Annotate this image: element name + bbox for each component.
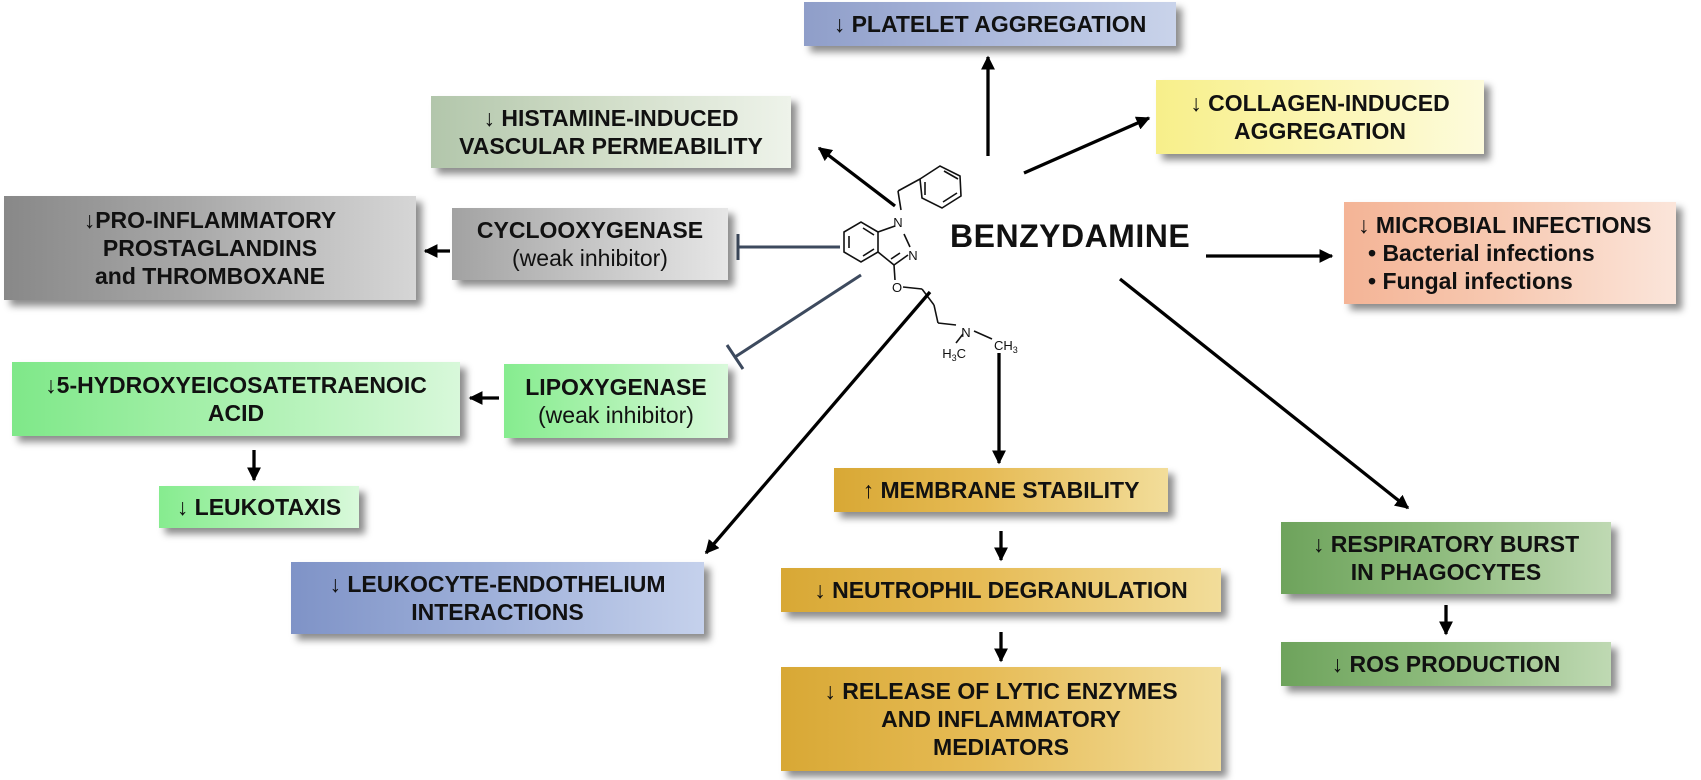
drug-name-label: BENZYDAMINE [950, 218, 1191, 254]
inhibition-bar-lox [725, 344, 745, 370]
hete-line-1: ↓5-HYDROXYEICOSATETRAENOIC [45, 372, 427, 398]
membrane-line-1: ↑ MEMBRANE STABILITY [862, 477, 1140, 503]
respiratory-line-2: IN PHAGOCYTES [1350, 559, 1542, 585]
box-lytic-enzymes-release: ↓ RELEASE OF LYTIC ENZYMES AND INFLAMMAT… [781, 667, 1221, 771]
box-platelet-aggregation: ↓ PLATELET AGGREGATION [804, 2, 1176, 46]
arrow-to-leukocyte [704, 290, 932, 555]
microbial-line-1: ↓ MICROBIAL INFECTIONS [1358, 212, 1652, 238]
leukotaxis-line-1: ↓ LEUKOTAXIS [176, 494, 342, 520]
atom-ch3-label: CH3 [994, 338, 1018, 355]
box-microbial-infections: ↓ MICROBIAL INFECTIONS • Bacterial infec… [1344, 202, 1676, 304]
atom-o-label: O [892, 280, 902, 295]
lytic-line-3: MEDIATORS [933, 734, 1069, 760]
box-lipoxygenase: LIPOXYGENASE (weak inhibitor) [504, 364, 728, 438]
neutrophil-line-1: ↓ NEUTROPHIL DEGRANULATION [814, 577, 1188, 603]
histamine-line-2: VASCULAR PERMEABILITY [459, 133, 763, 159]
arrow-to-histamine [817, 146, 897, 208]
atom-n1-label: N [893, 215, 902, 230]
box-neutrophil-degranulation: ↓ NEUTROPHIL DEGRANULATION [781, 568, 1221, 612]
ros-line-1: ↓ ROS PRODUCTION [1331, 651, 1561, 677]
box-collagen-aggregation: ↓ COLLAGEN-INDUCED AGGREGATION [1156, 80, 1484, 154]
lipoxygenase-line-1: LIPOXYGENASE [525, 374, 707, 400]
prostaglandins-line-2: PROSTAGLANDINS [102, 235, 318, 261]
box-ros-production: ↓ ROS PRODUCTION [1281, 642, 1611, 686]
inhibition-line-lox [734, 273, 862, 359]
collagen-line-1: ↓ COLLAGEN-INDUCED [1190, 90, 1450, 116]
prostaglandins-line-1: ↓PRO-INFLAMMATORY [83, 207, 337, 233]
box-histamine-permeability: ↓ HISTAMINE-INDUCED VASCULAR PERMEABILIT… [431, 96, 791, 168]
microbial-bullet-fungal: • Fungal infections [1368, 268, 1573, 294]
arrow-to-respiratory [1118, 277, 1410, 510]
structure-atom-labels: N N O N H3C CH3 [892, 215, 1018, 363]
box-membrane-stability: ↑ MEMBRANE STABILITY [834, 468, 1168, 512]
prostaglandins-line-3: and THROMBOXANE [95, 263, 325, 289]
box-respiratory-burst: ↓ RESPIRATORY BURST IN PHAGOCYTES [1281, 522, 1611, 594]
box-leukocyte-endothelium: ↓ LEUKOCYTE-ENDOTHELIUM INTERACTIONS [291, 562, 704, 634]
collagen-line-2: AGGREGATION [1233, 118, 1407, 144]
microbial-bullet-bacterial: • Bacterial infections [1368, 240, 1595, 266]
leukocyte-line-1: ↓ LEUKOCYTE-ENDOTHELIUM [329, 571, 666, 597]
histamine-line-1: ↓ HISTAMINE-INDUCED [483, 105, 739, 131]
benzydamine-structure [843, 165, 993, 344]
box-hydroxyeicosatetraenoic-acid: ↓5-HYDROXYEICOSATETRAENOIC ACID [12, 362, 460, 436]
hete-line-2: ACID [207, 400, 265, 426]
leukocyte-line-2: INTERACTIONS [411, 599, 584, 625]
box-cyclooxygenase: CYCLOOXYGENASE (weak inhibitor) [452, 208, 728, 280]
box-leukotaxis: ↓ LEUKOTAXIS [159, 486, 359, 528]
atom-n2-label: N [908, 248, 917, 263]
atom-n-label: N [961, 325, 970, 340]
cyclooxygenase-line-1: CYCLOOXYGENASE [476, 217, 704, 243]
atom-h3c-label: H3C [942, 346, 966, 363]
lipoxygenase-line-2: (weak inhibitor) [538, 402, 694, 428]
arrow-to-collagen [1023, 116, 1151, 175]
cyclooxygenase-line-2: (weak inhibitor) [512, 245, 668, 271]
platelet-line-1: ↓ PLATELET AGGREGATION [833, 11, 1147, 37]
lytic-line-1: ↓ RELEASE OF LYTIC ENZYMES [824, 678, 1178, 704]
lytic-line-2: AND INFLAMMATORY [881, 706, 1121, 732]
respiratory-line-1: ↓ RESPIRATORY BURST [1312, 531, 1580, 557]
box-prostaglandins-thromboxane: ↓PRO-INFLAMMATORY PROSTAGLANDINS and THR… [4, 196, 416, 300]
